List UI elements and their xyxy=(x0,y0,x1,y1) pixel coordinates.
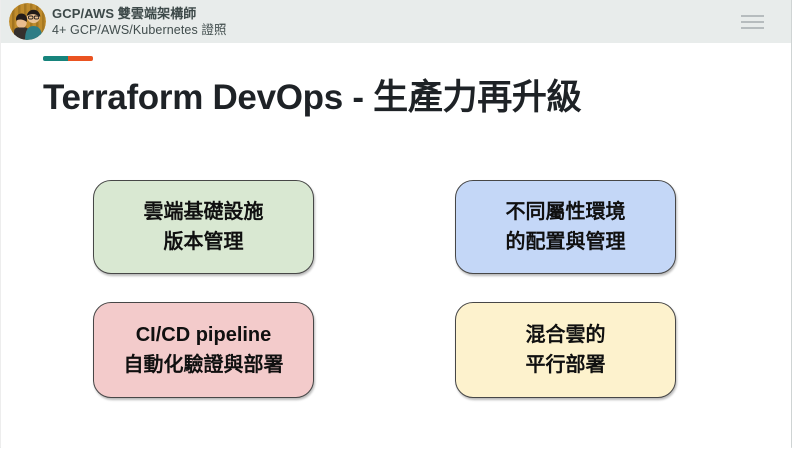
hamburger-bar xyxy=(741,21,764,23)
box-text-line: 的配置與管理 xyxy=(505,231,626,253)
box-multi-env-config: 不同屬性環境 的配置與管理 xyxy=(455,180,676,274)
box-hybrid-cloud-parallel-deploy: 混合雲的 平行部署 xyxy=(455,302,676,398)
slide-canvas: Terraform DevOps - 生產力再升級 雲端基礎設施 版本管理 不同… xyxy=(1,43,791,448)
instructor-name: GCP/AWS 雙雲端架構師 xyxy=(52,6,197,21)
hamburger-bar xyxy=(741,15,764,17)
instructor-avatar xyxy=(9,3,46,40)
box-text-line: CI/CD pipeline xyxy=(135,324,272,346)
accent-bar-orange xyxy=(68,56,93,61)
box-text-line: 不同屬性環境 xyxy=(505,201,626,223)
instructor-credentials: 4+ GCP/AWS/Kubernetes 證照 xyxy=(52,23,227,37)
accent-bar xyxy=(43,56,93,61)
box-cloud-infra-versioning: 雲端基礎設施 版本管理 xyxy=(93,180,314,274)
instructor-photo xyxy=(9,3,46,40)
instructor-header: GCP/AWS 雙雲端架構師 4+ GCP/AWS/Kubernetes 證照 xyxy=(1,0,791,43)
hamburger-bar xyxy=(741,27,764,29)
box-text-line: 平行部署 xyxy=(525,354,606,376)
box-cicd-pipeline-automation: CI/CD pipeline 自動化驗證與部署 xyxy=(93,302,314,398)
box-text-line: 混合雲的 xyxy=(525,324,606,346)
box-text-line: 自動化驗證與部署 xyxy=(123,354,284,376)
accent-bar-teal xyxy=(43,56,68,61)
box-text-line: 雲端基礎設施 xyxy=(143,201,264,223)
box-text-line: 版本管理 xyxy=(163,231,244,253)
slide-title: Terraform DevOps - 生產力再升級 xyxy=(43,78,582,117)
instructor-info: GCP/AWS 雙雲端架構師 4+ GCP/AWS/Kubernetes 證照 xyxy=(52,5,227,38)
hamburger-menu-icon[interactable] xyxy=(741,15,764,29)
